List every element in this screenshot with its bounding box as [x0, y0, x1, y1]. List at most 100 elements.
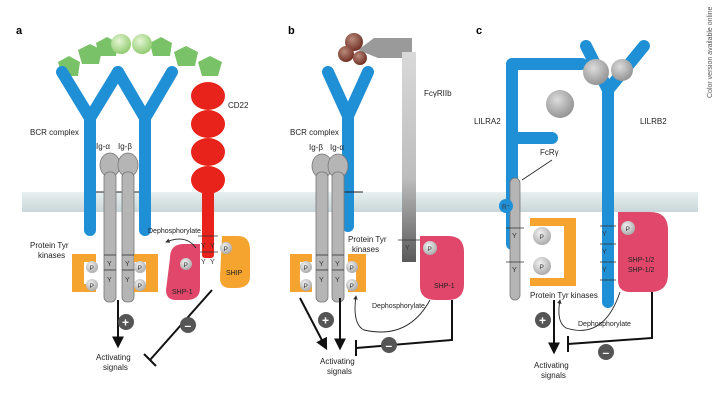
cd22-label: CD22 — [228, 101, 249, 110]
inhibit-line-c — [567, 292, 653, 345]
kinase-right-a — [134, 254, 158, 292]
inhibit-bar-a — [143, 353, 157, 367]
minus-sign-a: – — [185, 319, 192, 333]
y-mark-cd22-4: Y — [210, 259, 215, 266]
minus-sign-b: – — [386, 339, 393, 353]
antigen-chain — [58, 37, 222, 76]
ig-beta-label-a: Ig-β — [118, 142, 132, 151]
p-glyph-a3: P — [138, 265, 142, 272]
y-mark-c2: Y — [512, 267, 517, 274]
plus-badge-b — [318, 312, 334, 328]
protein-tyr-kinases-label-a-1: Protein Tyr — [30, 241, 69, 250]
panel-a-letter: a — [16, 25, 23, 37]
r-plus-badge — [499, 199, 513, 213]
y-mark-fc: Y — [405, 245, 410, 252]
p-glyph-b4: P — [350, 283, 354, 290]
ig-beta-label-b: Ig-β — [309, 143, 323, 152]
color-version-note: Color version available online — [707, 6, 714, 98]
kinase-left-b — [290, 254, 312, 292]
activating-signals-label-a-2: signals — [103, 363, 128, 372]
itim-marks-c — [600, 225, 616, 281]
protein-tyr-kinases-label-b-2: kinases — [352, 245, 379, 254]
p-glyph-a2: P — [90, 283, 94, 290]
plus-sign-b: + — [322, 314, 329, 328]
bcr-receptor-a — [56, 66, 178, 236]
plus-badge-a — [118, 314, 134, 330]
y-mark-b1: Y — [319, 261, 324, 268]
kinase-right-b — [348, 254, 366, 292]
shp-label-c-1: SHP-1/2 — [628, 257, 655, 264]
r-plus-glyph: R⁺ — [502, 204, 511, 211]
ig-pair-a — [99, 152, 139, 303]
ig-alpha-label-b: Ig-α — [330, 143, 344, 152]
y-mark-cd22-1: Y — [201, 243, 206, 250]
bcr-complex-label-b: BCR complex — [290, 128, 339, 137]
y-mark-a4: Y — [125, 277, 130, 284]
panel-b-letter: b — [288, 25, 295, 37]
p-glyph-a1: P — [90, 265, 94, 272]
p-glyph-b1: P — [304, 265, 308, 272]
y-mark-b4: Y — [335, 277, 340, 284]
fc-receptor-ligand-arm — [358, 38, 412, 58]
p-glyph-b2: P — [304, 283, 308, 290]
ig-alpha-label-a: Ig-α — [96, 142, 110, 151]
dephosphorylate-label-c: Dephosphorylate — [578, 321, 631, 328]
dephos-arrow-b — [353, 295, 431, 333]
phospho-group-a — [86, 261, 146, 291]
bcr-receptor-b — [322, 66, 374, 232]
minus-badge-a — [180, 317, 196, 333]
shp1-label-a: SHP-1 — [172, 289, 193, 296]
itim-marks-a — [198, 235, 218, 253]
p-glyph-c1: P — [540, 234, 544, 241]
p-glyph-ship: P — [224, 246, 228, 253]
plus-badge-c — [535, 312, 551, 328]
p-glyph-shp-c: P — [626, 226, 630, 233]
p-glyph-b3: P — [350, 265, 354, 272]
dephosphorylate-label-b: Dephosphorylate — [372, 303, 425, 310]
kinase-c — [530, 218, 576, 286]
activating-signals-label-b-1: Activating — [320, 357, 355, 366]
shp1-phosphatase-a — [166, 244, 200, 300]
y-mark-c5: Y — [602, 267, 607, 274]
shp-label-c-2: SHP-1/2 — [628, 267, 655, 274]
fc-gamma-riib-label: FcγRIIb — [424, 89, 452, 98]
lilra2-label: LILRA2 — [474, 117, 501, 126]
antigen-brown-1 — [345, 33, 363, 51]
y-mark-b2: Y — [319, 277, 324, 284]
p-circle-c1 — [533, 227, 551, 245]
itam-marks-c — [506, 227, 524, 263]
minus-sign-c: – — [603, 346, 610, 360]
y-mark-a1: Y — [107, 261, 112, 268]
y-mark-c4: Y — [602, 249, 607, 256]
y-mark-a3: Y — [125, 261, 130, 268]
cd22-receptor — [191, 82, 225, 258]
ligand-lilrb2-1 — [583, 59, 609, 85]
p-glyph-c2: P — [540, 264, 544, 271]
y-mark-c1: Y — [512, 233, 517, 240]
lilrb2-label: LILRB2 — [640, 117, 667, 126]
activating-signals-label-a-1: Activating — [96, 353, 131, 362]
protein-tyr-kinases-label-b-1: Protein Tyr — [348, 235, 387, 244]
p-circle-c2 — [533, 257, 551, 275]
p-circle-ship — [220, 242, 232, 254]
plus-sign-a: + — [122, 316, 129, 330]
fcr-gamma-pointer — [521, 159, 553, 181]
antigen-ball-1 — [111, 34, 131, 54]
ig-pair-b — [311, 153, 349, 303]
shp1-label-b: SHP-1 — [434, 283, 455, 290]
membrane — [22, 192, 698, 212]
antigen-brown-3 — [353, 51, 367, 65]
panel-c-letter: c — [476, 25, 482, 37]
ligand-lilrb2-2 — [611, 59, 633, 81]
p-glyph-shp1-b: P — [428, 246, 432, 253]
dephosphorylate-label-a: Dephosphorylate — [148, 228, 201, 235]
p-glyph-shp1-a: P — [184, 262, 188, 269]
activating-signals-label-c-2: signals — [541, 371, 566, 380]
fcr-gamma-label: FcRγ — [540, 148, 559, 157]
p-circle-shp1-b — [423, 241, 437, 255]
minus-badge-b — [381, 337, 397, 353]
protein-tyr-kinases-label-c: Protein Tyr kinases — [530, 291, 598, 300]
protein-tyr-kinases-label-a-2: kinases — [38, 251, 65, 260]
kinase-left-a — [72, 254, 96, 292]
